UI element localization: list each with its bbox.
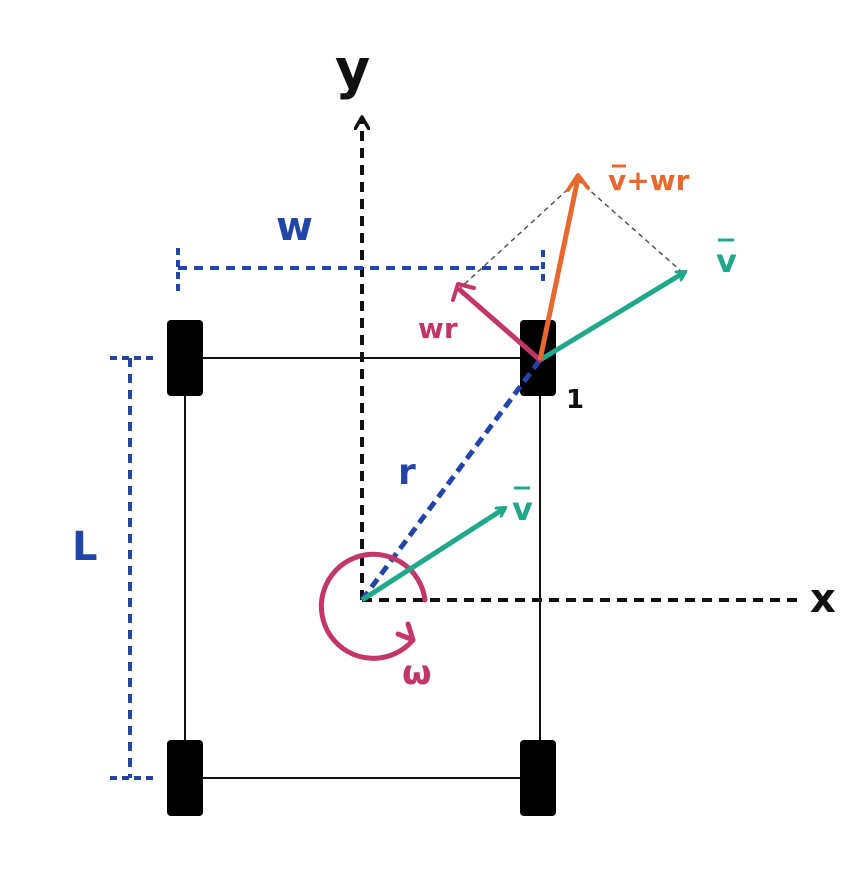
center-velocity-vector [360,505,505,603]
parallelogram-guides [457,179,683,291]
length-label: L [72,524,98,570]
width-label: w [276,204,313,250]
length-dimension [110,356,155,780]
wheel-velocity-vector [538,269,685,363]
v-center-label: v [512,490,533,528]
wheel-rear-left [167,740,203,816]
v-wheel-label: v [716,242,737,280]
wr-label: wr [418,312,458,345]
radius-label: r [398,452,416,493]
wheel-number-label: 1 [566,385,584,415]
rotation-arc [318,551,428,661]
rotation-arrowhead [395,621,416,643]
wheel-front-left [167,320,203,396]
resultant-vector [537,177,581,361]
axis-y-label: y [335,38,370,101]
width-dimension [176,248,545,292]
v-plus-wr-label: v+wr [608,164,690,197]
axes [362,118,800,602]
wr-arrowhead [451,282,476,302]
wheels [167,320,556,816]
wheel-rear-right [520,740,556,816]
wr-vector [457,287,543,363]
omega-label: ω [402,653,432,693]
axis-x-label: x [810,576,836,622]
radius-vector [359,358,543,602]
resultant-arrowhead [566,173,590,192]
guide-line-1 [457,179,579,291]
